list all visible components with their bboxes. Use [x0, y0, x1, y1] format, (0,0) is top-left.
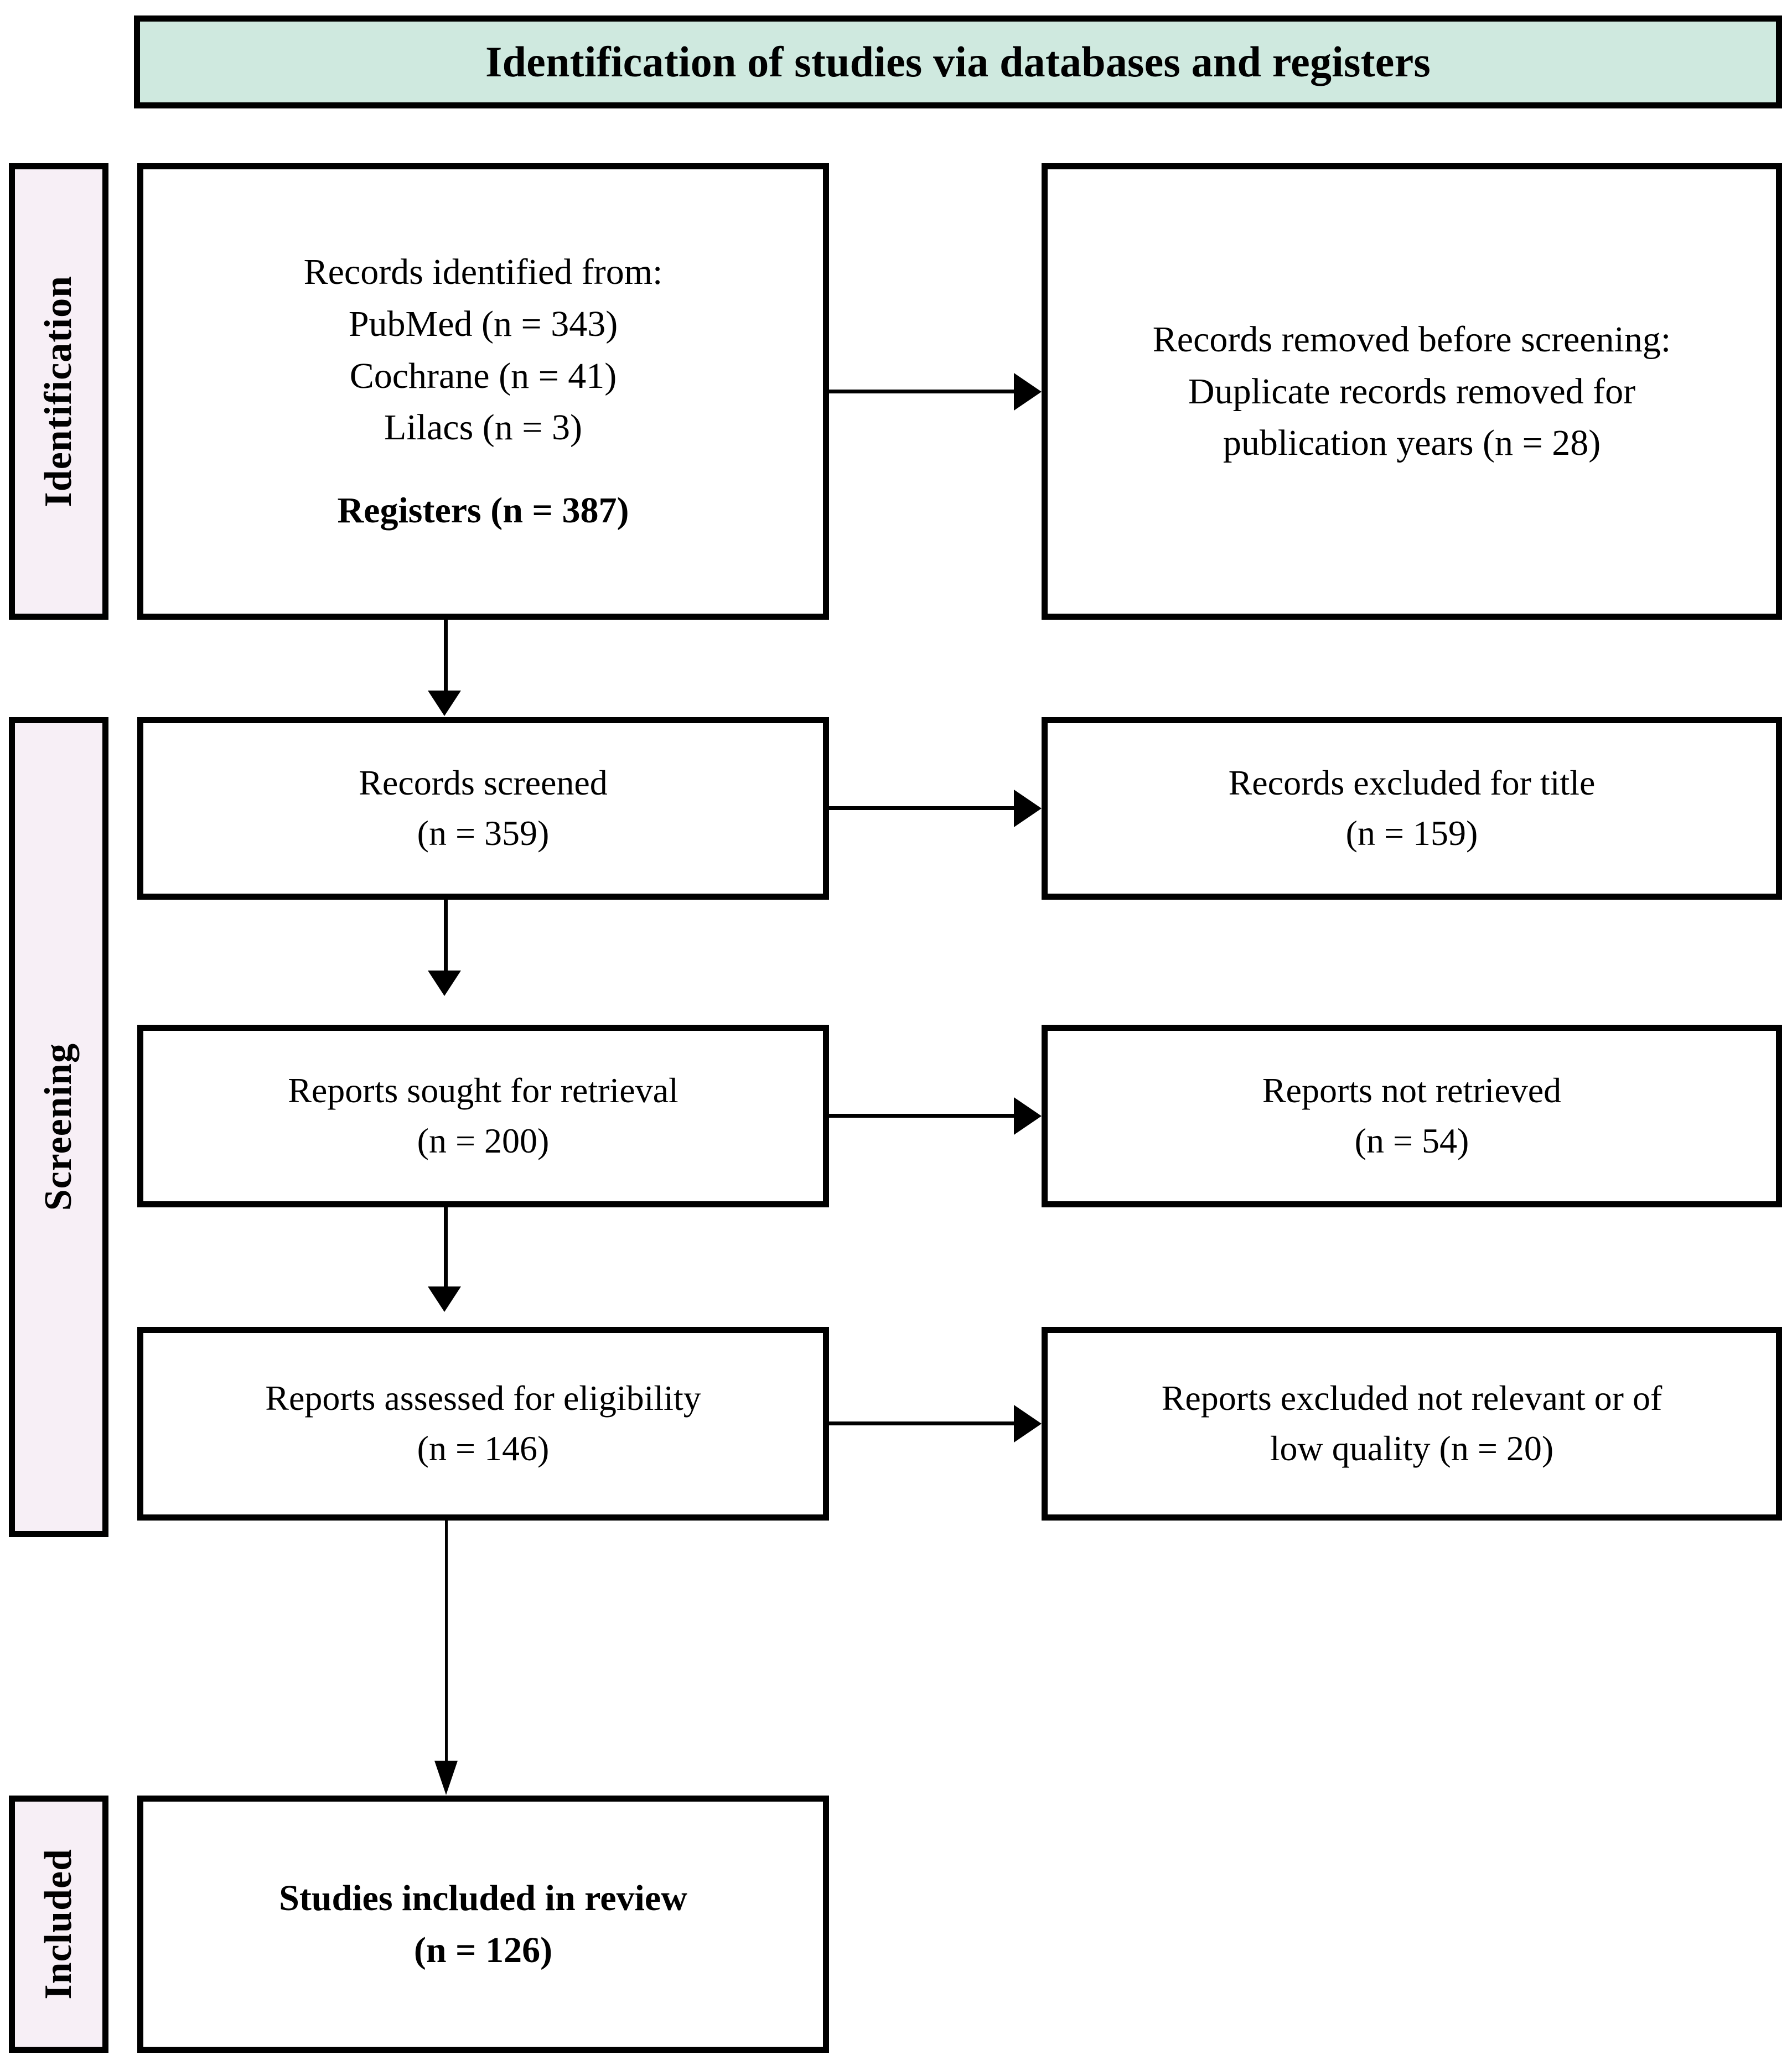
studies-included-line-1: Studies included in review	[279, 1877, 687, 1918]
stage-label-screening-text: Screening	[37, 1043, 80, 1211]
reports-excluded-quality-line-1: Reports excluded not relevant or of	[1161, 1378, 1662, 1418]
connector-screened-to-excluded-arrowhead	[1014, 790, 1042, 827]
diagram-title: Identification of studies via databases …	[485, 37, 1431, 86]
records-excluded-title-line-1: Records excluded for title	[1228, 763, 1596, 803]
connector-assessed-to-included-arrowhead	[434, 1761, 458, 1795]
box-reports-excluded-quality: Reports excluded not relevant or of low …	[1042, 1327, 1782, 1521]
connector-identified-to-screened-line	[444, 620, 448, 692]
box-studies-included: Studies included in review (n = 126)	[137, 1796, 829, 2053]
connector-assessed-to-included-line	[445, 1521, 448, 1772]
records-screened-count: (n = 359)	[417, 813, 550, 853]
connector-screened-to-sought-arrowhead	[428, 971, 461, 996]
records-identified-line-4: Lilacs (n = 3)	[384, 407, 582, 448]
records-excluded-title-count: (n = 159)	[1345, 813, 1478, 853]
box-reports-not-retrieved: Reports not retrieved (n = 54)	[1042, 1025, 1782, 1207]
reports-not-retrieved-count: (n = 54)	[1354, 1121, 1469, 1160]
box-records-removed: Records removed before screening: Duplic…	[1042, 163, 1782, 620]
reports-sought-count: (n = 200)	[417, 1121, 550, 1160]
reports-sought-line-1: Reports sought for retrieval	[288, 1071, 679, 1111]
box-records-screened: Records screened (n = 359)	[137, 717, 829, 900]
reports-excluded-quality-line-2: low quality (n = 20)	[1270, 1429, 1554, 1468]
connector-identified-to-screened-arrowhead	[428, 691, 461, 716]
connector-assessed-to-excluded-arrowhead	[1014, 1405, 1042, 1443]
stage-label-screening: Screening	[9, 717, 108, 1537]
studies-included-count: (n = 126)	[413, 1929, 553, 1970]
stage-label-identification-text: Identification	[37, 276, 80, 507]
diagram-header-band: Identification of studies via databases …	[134, 15, 1782, 108]
connector-screened-to-excluded-line	[829, 806, 1017, 810]
records-identified-gap	[165, 454, 801, 485]
reports-assessed-line-1: Reports assessed for eligibility	[265, 1378, 701, 1418]
connector-assessed-to-excluded-line	[829, 1421, 1017, 1425]
records-removed-line-2: Duplicate records removed for	[1188, 371, 1636, 412]
records-removed-line-3: publication years (n = 28)	[1223, 423, 1601, 464]
connector-sought-to-assessed-line	[444, 1207, 448, 1288]
box-reports-sought: Reports sought for retrieval (n = 200)	[137, 1025, 829, 1207]
reports-not-retrieved-line-1: Reports not retrieved	[1262, 1071, 1562, 1111]
connector-sought-to-assessed-arrowhead	[428, 1286, 461, 1312]
records-identified-registers-total: Registers (n = 387)	[337, 490, 629, 531]
records-identified-line-3: Cochrane (n = 41)	[349, 355, 617, 396]
records-removed-line-1: Records removed before screening:	[1152, 319, 1671, 360]
reports-assessed-count: (n = 146)	[417, 1429, 550, 1468]
stage-label-included-text: Included	[37, 1849, 80, 2000]
connector-screened-to-sought-line	[444, 900, 448, 972]
box-records-identified: Records identified from: PubMed (n = 343…	[137, 163, 829, 620]
records-identified-line-2: PubMed (n = 343)	[348, 303, 618, 344]
records-screened-line-1: Records screened	[359, 763, 608, 803]
box-reports-assessed: Reports assessed for eligibility (n = 14…	[137, 1327, 829, 1521]
box-records-excluded-title: Records excluded for title (n = 159)	[1042, 717, 1782, 900]
connector-identified-to-removed-arrowhead	[1014, 373, 1042, 411]
connector-identified-to-removed-line	[829, 390, 1017, 393]
records-identified-line-1: Records identified from:	[303, 252, 663, 293]
connector-sought-to-not-retrieved-line	[829, 1114, 1017, 1118]
stage-label-identification: Identification	[9, 163, 108, 620]
connector-sought-to-not-retrieved-arrowhead	[1014, 1097, 1042, 1135]
stage-label-included: Included	[9, 1796, 108, 2053]
